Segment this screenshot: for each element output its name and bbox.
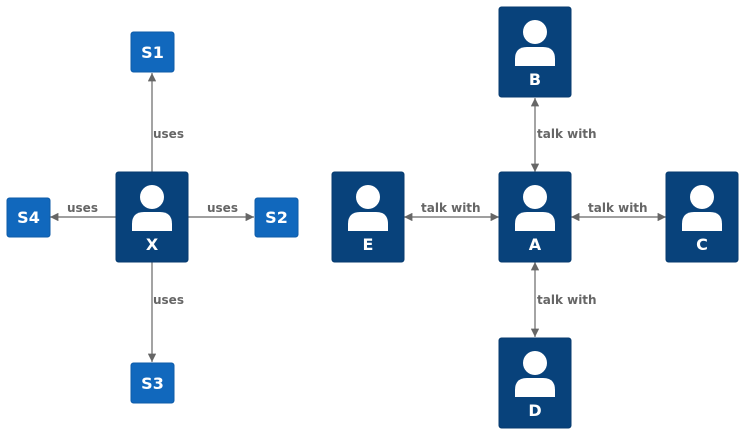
edge-label-a-d: talk with	[537, 293, 597, 307]
person-icon	[515, 20, 555, 66]
person-icon	[682, 185, 722, 231]
edge-label-x-s4: uses	[67, 201, 98, 215]
person-label-e: E	[363, 235, 374, 254]
person-label-a: A	[529, 235, 542, 254]
person-node-b[interactable]: B	[498, 6, 572, 98]
edge-label-x-s2: uses	[207, 201, 238, 215]
edge-label-x-s1: uses	[153, 127, 184, 141]
edge-label-a-b: talk with	[537, 127, 597, 141]
edge-x-s3: uses	[147, 262, 184, 362]
system-label-s1: S1	[141, 43, 164, 62]
person-icon	[132, 185, 172, 231]
edge-x-s4: uses	[50, 201, 116, 222]
edge-label-x-s3: uses	[153, 293, 184, 307]
system-node-s4[interactable]: S4	[6, 197, 51, 238]
system-node-s2[interactable]: S2	[254, 197, 299, 238]
person-label-x: X	[146, 235, 159, 254]
person-label-c: C	[696, 235, 708, 254]
person-label-b: B	[529, 70, 541, 89]
person-icon	[515, 185, 555, 231]
edge-x-s1: uses	[147, 73, 184, 172]
system-label-s3: S3	[141, 374, 164, 393]
system-node-s3[interactable]: S3	[130, 362, 175, 404]
person-icon	[348, 185, 388, 231]
edge-x-s2: uses	[188, 201, 254, 222]
edge-a-d: talk with	[530, 262, 597, 337]
system-label-s4: S4	[17, 208, 40, 227]
person-node-c[interactable]: C	[665, 171, 739, 263]
edge-a-b: talk with	[530, 98, 597, 172]
system-label-s2: S2	[265, 208, 288, 227]
person-node-d[interactable]: D	[498, 337, 572, 429]
edge-label-a-c: talk with	[588, 201, 648, 215]
system-node-s1[interactable]: S1	[130, 31, 175, 73]
person-label-d: D	[528, 401, 541, 420]
person-icon	[515, 351, 555, 397]
edge-label-a-e: talk with	[421, 201, 481, 215]
person-node-e[interactable]: E	[331, 171, 405, 263]
person-node-x[interactable]: X	[115, 171, 189, 263]
person-node-a[interactable]: A	[498, 171, 572, 263]
edge-a-c: talk with	[571, 201, 666, 222]
edge-a-e: talk with	[404, 201, 499, 222]
